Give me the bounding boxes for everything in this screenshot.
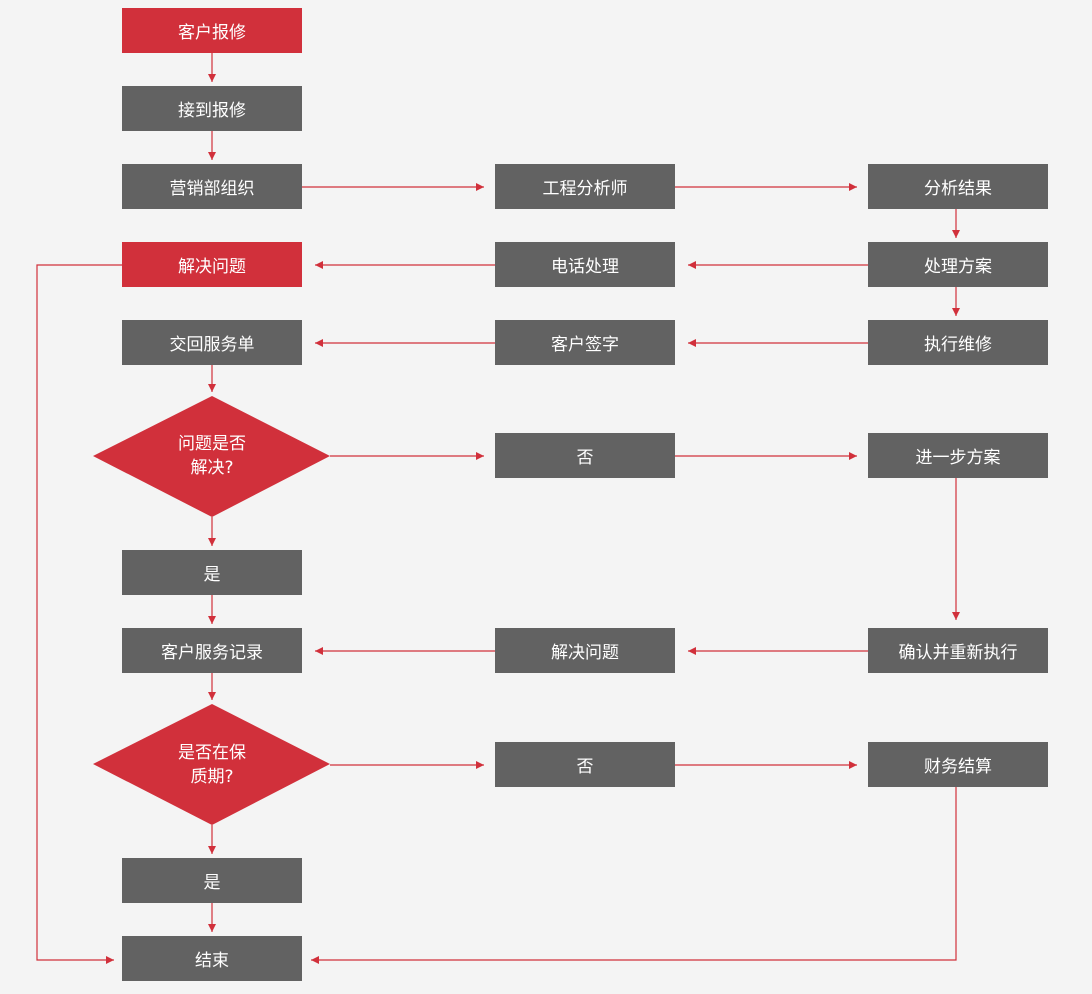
decision-resolved-label: 问题是否 解决? — [94, 432, 330, 480]
node-finance-settlement: 财务结算 — [868, 742, 1048, 787]
node-no-1: 否 — [495, 433, 675, 478]
node-phone-handling: 电话处理 — [495, 242, 675, 287]
node-receive-report: 接到报修 — [122, 86, 302, 131]
node-end: 结束 — [122, 936, 302, 981]
node-execute-repair: 执行维修 — [868, 320, 1048, 365]
node-customer-sign: 客户签字 — [495, 320, 675, 365]
node-no-2: 否 — [495, 742, 675, 787]
node-solve-problem-2: 解决问题 — [495, 628, 675, 673]
node-solve-problem-1: 解决问题 — [122, 242, 302, 287]
node-yes-1: 是 — [122, 550, 302, 595]
node-handling-plan: 处理方案 — [868, 242, 1048, 287]
decision-warranty-label: 是否在保 质期? — [94, 741, 330, 789]
decision-warranty-line1: 是否在保 — [178, 743, 246, 763]
decision-resolved-line2: 解决? — [190, 458, 234, 478]
node-engineer-analyst: 工程分析师 — [495, 164, 675, 209]
decision-resolved-line1: 问题是否 — [178, 434, 246, 454]
decision-warranty-diamond — [93, 704, 330, 825]
node-yes-2: 是 — [122, 858, 302, 903]
node-customer-report: 客户报修 — [122, 8, 302, 53]
decision-warranty-line2: 质期? — [190, 767, 234, 787]
node-further-plan: 进一步方案 — [868, 433, 1048, 478]
edge-finance-end — [311, 787, 957, 964]
edge-solve1-end — [36, 264, 122, 964]
node-marketing-organize: 营销部组织 — [122, 164, 302, 209]
node-confirm-reexecute: 确认并重新执行 — [868, 628, 1048, 673]
node-customer-service-record: 客户服务记录 — [122, 628, 302, 673]
node-analysis-result: 分析结果 — [868, 164, 1048, 209]
decision-resolved-diamond — [93, 396, 330, 517]
node-return-service-form: 交回服务单 — [122, 320, 302, 365]
